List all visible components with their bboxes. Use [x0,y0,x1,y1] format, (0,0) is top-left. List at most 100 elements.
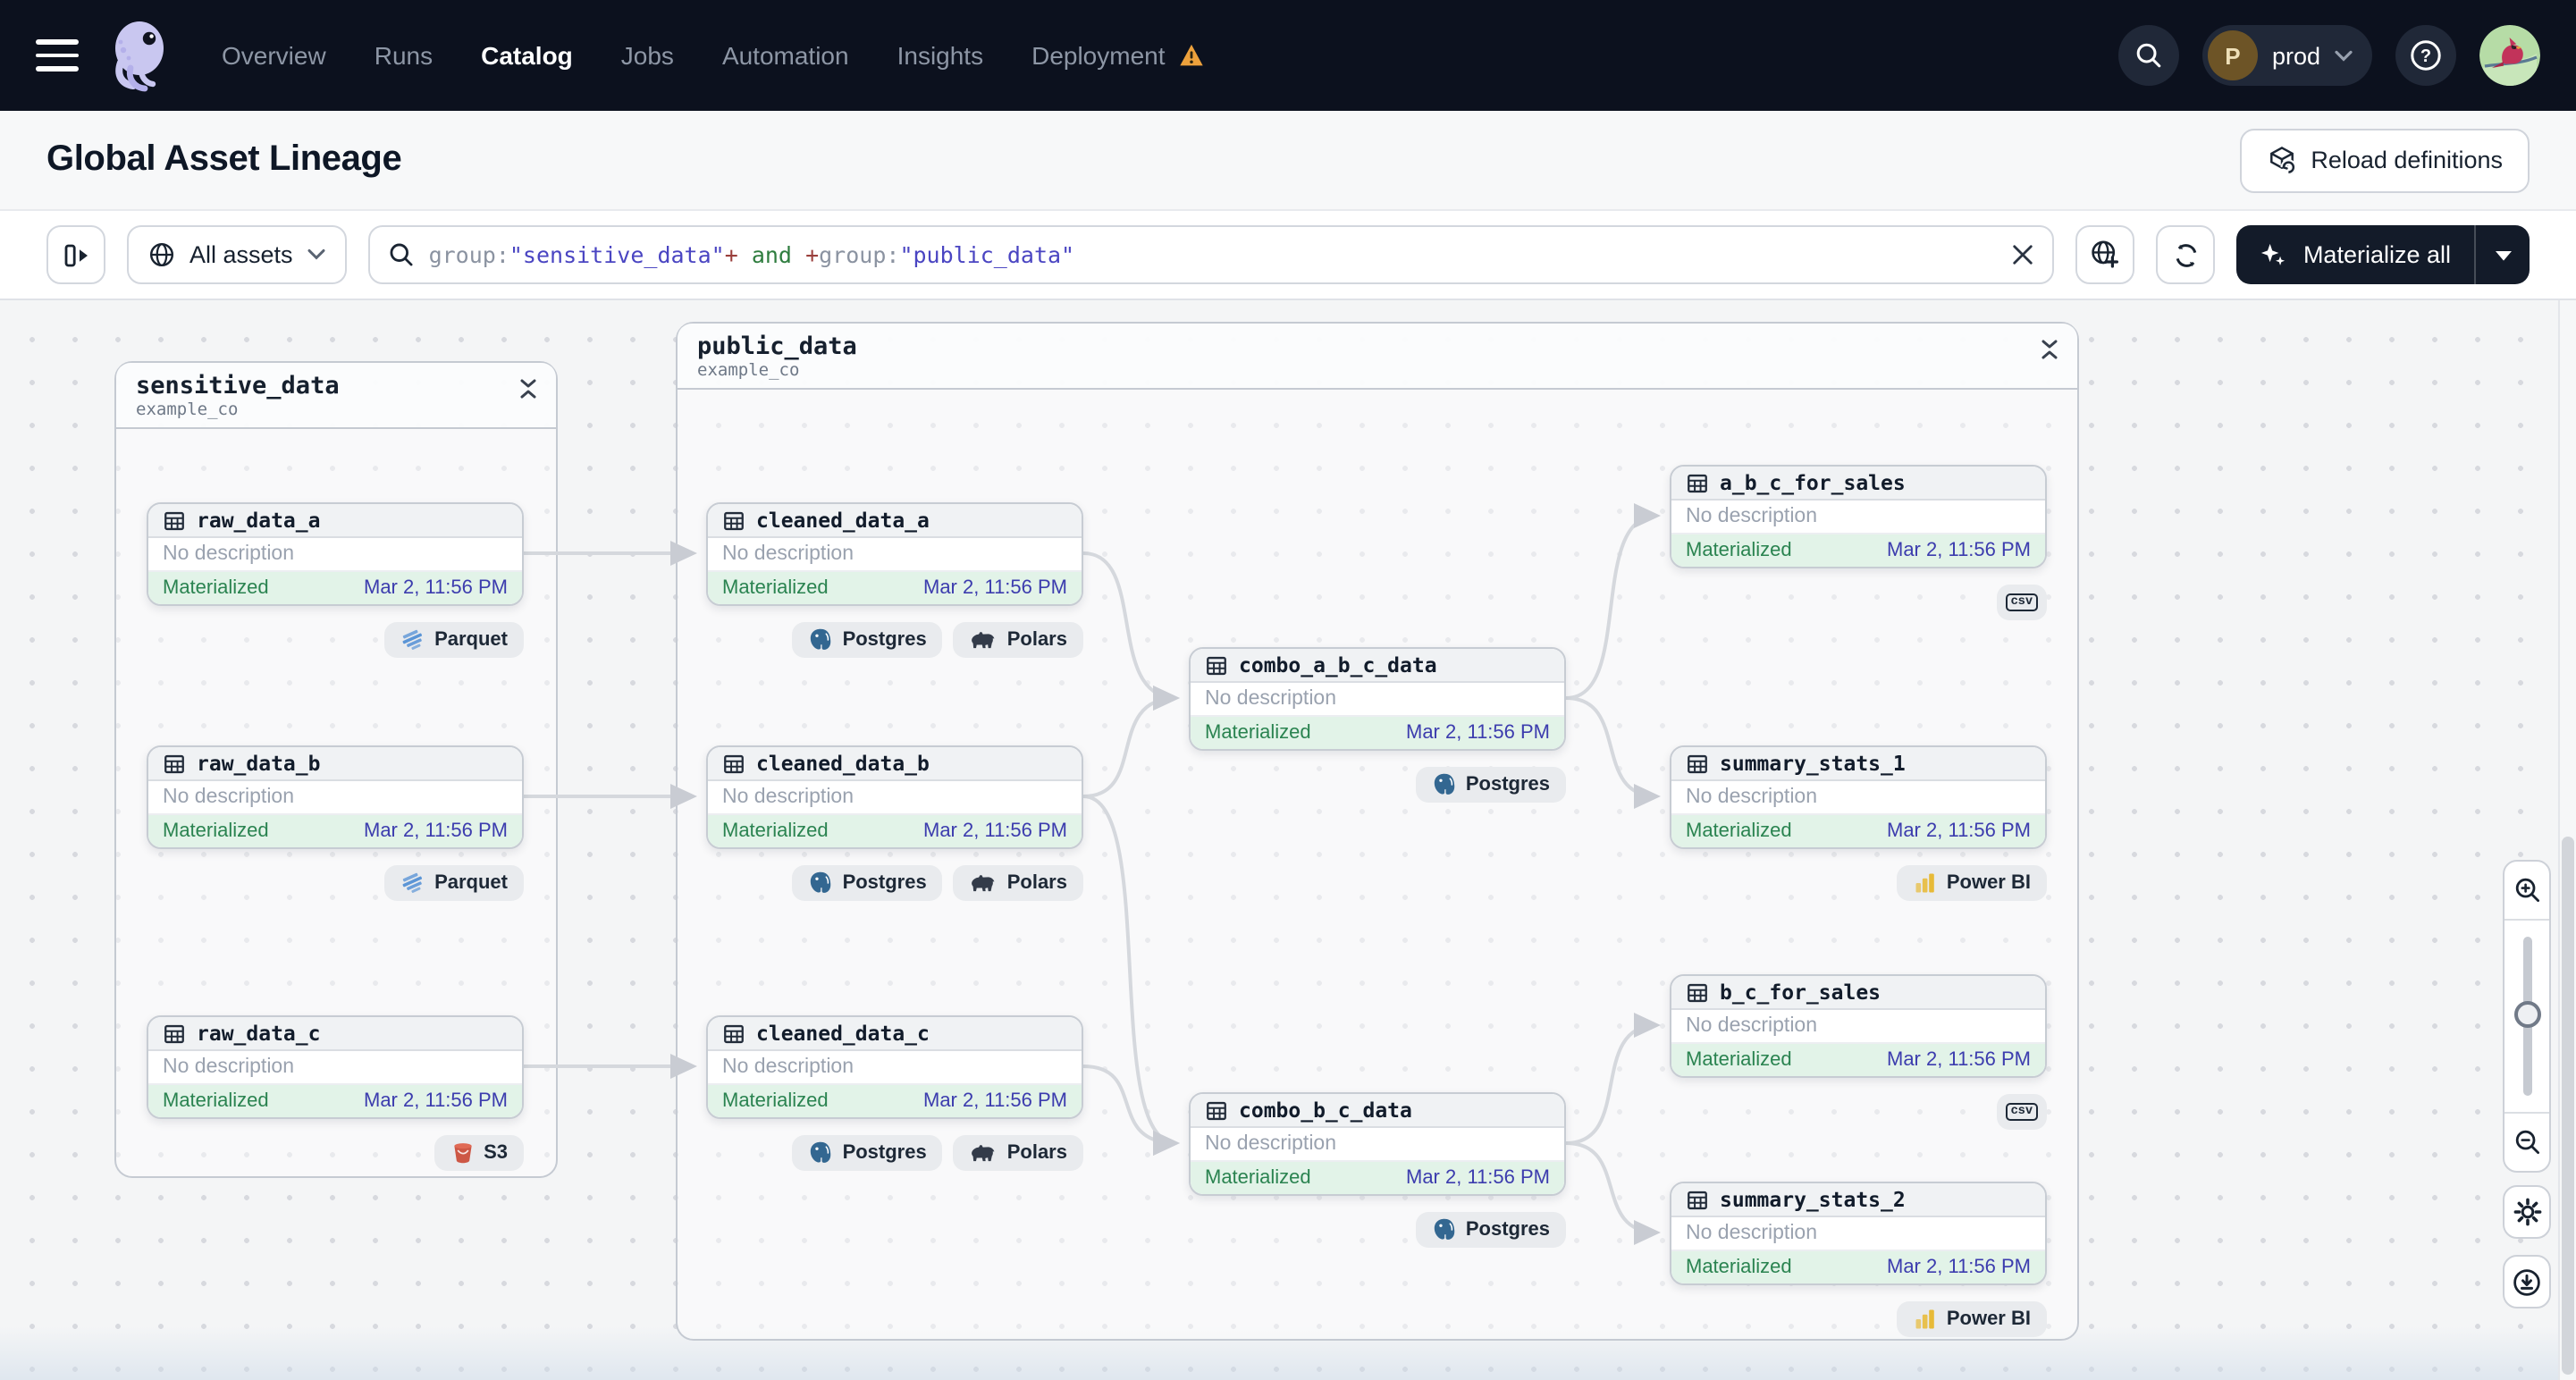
kind-badge-postgres[interactable]: Postgres [1415,767,1566,803]
kind-badge-csv[interactable]: csv [1997,585,2047,620]
asset-node-summary-stats-2[interactable]: summary_stats_2 No description Materiali… [1670,1182,2047,1285]
asset-node-a-b-c-for-sales[interactable]: a_b_c_for_sales No description Materiali… [1670,465,2047,568]
nav-item-automation[interactable]: Automation [721,41,849,70]
graph-settings-button[interactable] [2503,1185,2551,1239]
scrollbar-thumb[interactable] [2562,837,2574,1375]
deployment-switcher[interactable]: P prod [2201,25,2372,86]
download-image-button[interactable] [2503,1255,2551,1308]
lineage-canvas[interactable]: sensitive_data example_co public_data ex… [0,300,2576,1380]
zoom-slider-thumb[interactable] [2513,1001,2540,1028]
download-circle-icon [2513,1268,2540,1295]
group-header[interactable]: sensitive_data example_co [116,363,556,429]
asset-node-cleaned-data-b[interactable]: cleaned_data_b No description Materializ… [706,745,1083,849]
lineage-toolbar: All assets group:"sensitive_data"+ and +… [0,211,2576,300]
nav-item-catalog[interactable]: Catalog [481,41,573,70]
globe-icon [148,241,175,268]
table-icon [163,1022,186,1045]
asset-timestamp: Mar 2, 11:56 PM [1887,820,2031,842]
asset-node-cleaned-data-c[interactable]: cleaned_data_c No description Materializ… [706,1015,1083,1119]
kind-badge-postgres[interactable]: Postgres [792,1135,943,1171]
reload-definitions-button[interactable]: Reload definitions [2239,128,2530,192]
polars-bear-icon [970,629,998,651]
nav-item-runs[interactable]: Runs [374,41,434,70]
parquet-icon [400,627,425,652]
clear-filter-button[interactable] [2012,243,2035,266]
table-icon [1686,752,1709,775]
kind-badge-parquet[interactable]: Parquet [384,865,524,901]
asset-description: No description [708,538,1082,572]
table-icon [1686,1188,1709,1211]
badge-row: Postgres Polars [706,1135,1083,1171]
kind-badge-parquet[interactable]: Parquet [384,622,524,658]
dagster-logo-icon[interactable] [104,16,175,95]
asset-timestamp: Mar 2, 11:56 PM [1887,540,2031,561]
kind-badge-powerbi[interactable]: Power BI [1896,1301,2047,1337]
asset-description: No description [708,781,1082,815]
asset-name: a_b_c_for_sales [1720,470,1906,495]
open-left-panel-button[interactable] [46,225,105,284]
badge-row: Power BI [1670,865,2047,901]
kind-badge-polars[interactable]: Polars [953,865,1083,901]
kind-badge-postgres[interactable]: Postgres [792,622,943,658]
materialize-all-label: Materialize all [2302,241,2451,268]
asset-status: Materialized [1205,1167,1311,1189]
group-name: sensitive_data [136,372,340,400]
zoom-in-icon [2514,878,2538,902]
asset-description: No description [148,538,522,572]
zoom-slider[interactable] [2504,921,2549,1112]
zoom-out-button[interactable] [2504,1112,2549,1171]
add-code-location-button[interactable] [2075,225,2135,284]
menu-icon[interactable] [36,39,79,72]
table-icon [1205,1098,1228,1122]
vertical-scrollbar[interactable] [2558,300,2576,1380]
kind-badge-powerbi[interactable]: Power BI [1896,865,2047,901]
nav-item-deployment[interactable]: Deployment [1031,41,1204,70]
help-button[interactable]: ? [2395,25,2456,86]
materialize-all-main[interactable]: Materialize all [2237,225,2474,284]
asset-node-combo-a-b-c-data[interactable]: combo_a_b_c_data No description Material… [1189,647,1566,751]
kind-badge-postgres[interactable]: Postgres [792,865,943,901]
asset-scope-dropdown[interactable]: All assets [127,225,347,284]
asset-name: cleaned_data_c [756,1021,930,1046]
materialize-options-button[interactable] [2474,225,2530,284]
nav-item-overview[interactable]: Overview [222,41,326,70]
kind-badge-csv[interactable]: csv [1997,1094,2047,1130]
kind-badge-polars[interactable]: Polars [953,622,1083,658]
refresh-button[interactable] [2156,225,2216,284]
table-icon [163,752,186,775]
collapse-group-icon[interactable] [520,379,536,399]
zoom-in-button[interactable] [2504,862,2549,921]
asset-status: Materialized [1686,1257,1792,1278]
asset-filter-input[interactable]: group:"sensitive_data"+ and +group:"publ… [367,225,2055,284]
asset-timestamp: Mar 2, 11:56 PM [364,820,508,842]
search-button[interactable] [2117,25,2179,86]
asset-timestamp: Mar 2, 11:56 PM [923,820,1067,842]
table-icon [1205,653,1228,677]
asset-description: No description [1671,1010,2045,1044]
asset-node-cleaned-data-a[interactable]: cleaned_data_a No description Materializ… [706,502,1083,606]
page-header: Global Asset Lineage Reload definitions [0,111,2576,211]
kind-badge-postgres[interactable]: Postgres [1415,1212,1566,1248]
asset-node-b-c-for-sales[interactable]: b_c_for_sales No description Materialize… [1670,974,2047,1078]
kind-badge-polars[interactable]: Polars [953,1135,1083,1171]
polars-bear-icon [970,872,998,894]
asset-node-combo-b-c-data[interactable]: combo_b_c_data No description Materializ… [1189,1092,1566,1196]
nav-item-jobs[interactable]: Jobs [620,41,674,70]
chevron-down-icon [307,248,325,260]
user-avatar[interactable] [2479,25,2540,86]
search-icon [388,241,415,268]
nav-item-insights[interactable]: Insights [897,41,984,70]
asset-name: summary_stats_1 [1720,751,1906,776]
asset-status: Materialized [1686,1049,1792,1071]
collapse-group-icon[interactable] [2041,340,2058,359]
asset-node-summary-stats-1[interactable]: summary_stats_1 No description Materiali… [1670,745,2047,849]
group-header[interactable]: public_data example_co [678,324,2077,390]
badge-row: Postgres [1189,1212,1566,1248]
asset-status: Materialized [1205,722,1311,744]
kind-badge-s3[interactable]: S3 [434,1135,524,1171]
globe-plus-icon [2092,240,2119,268]
asset-status: Materialized [722,1090,829,1112]
